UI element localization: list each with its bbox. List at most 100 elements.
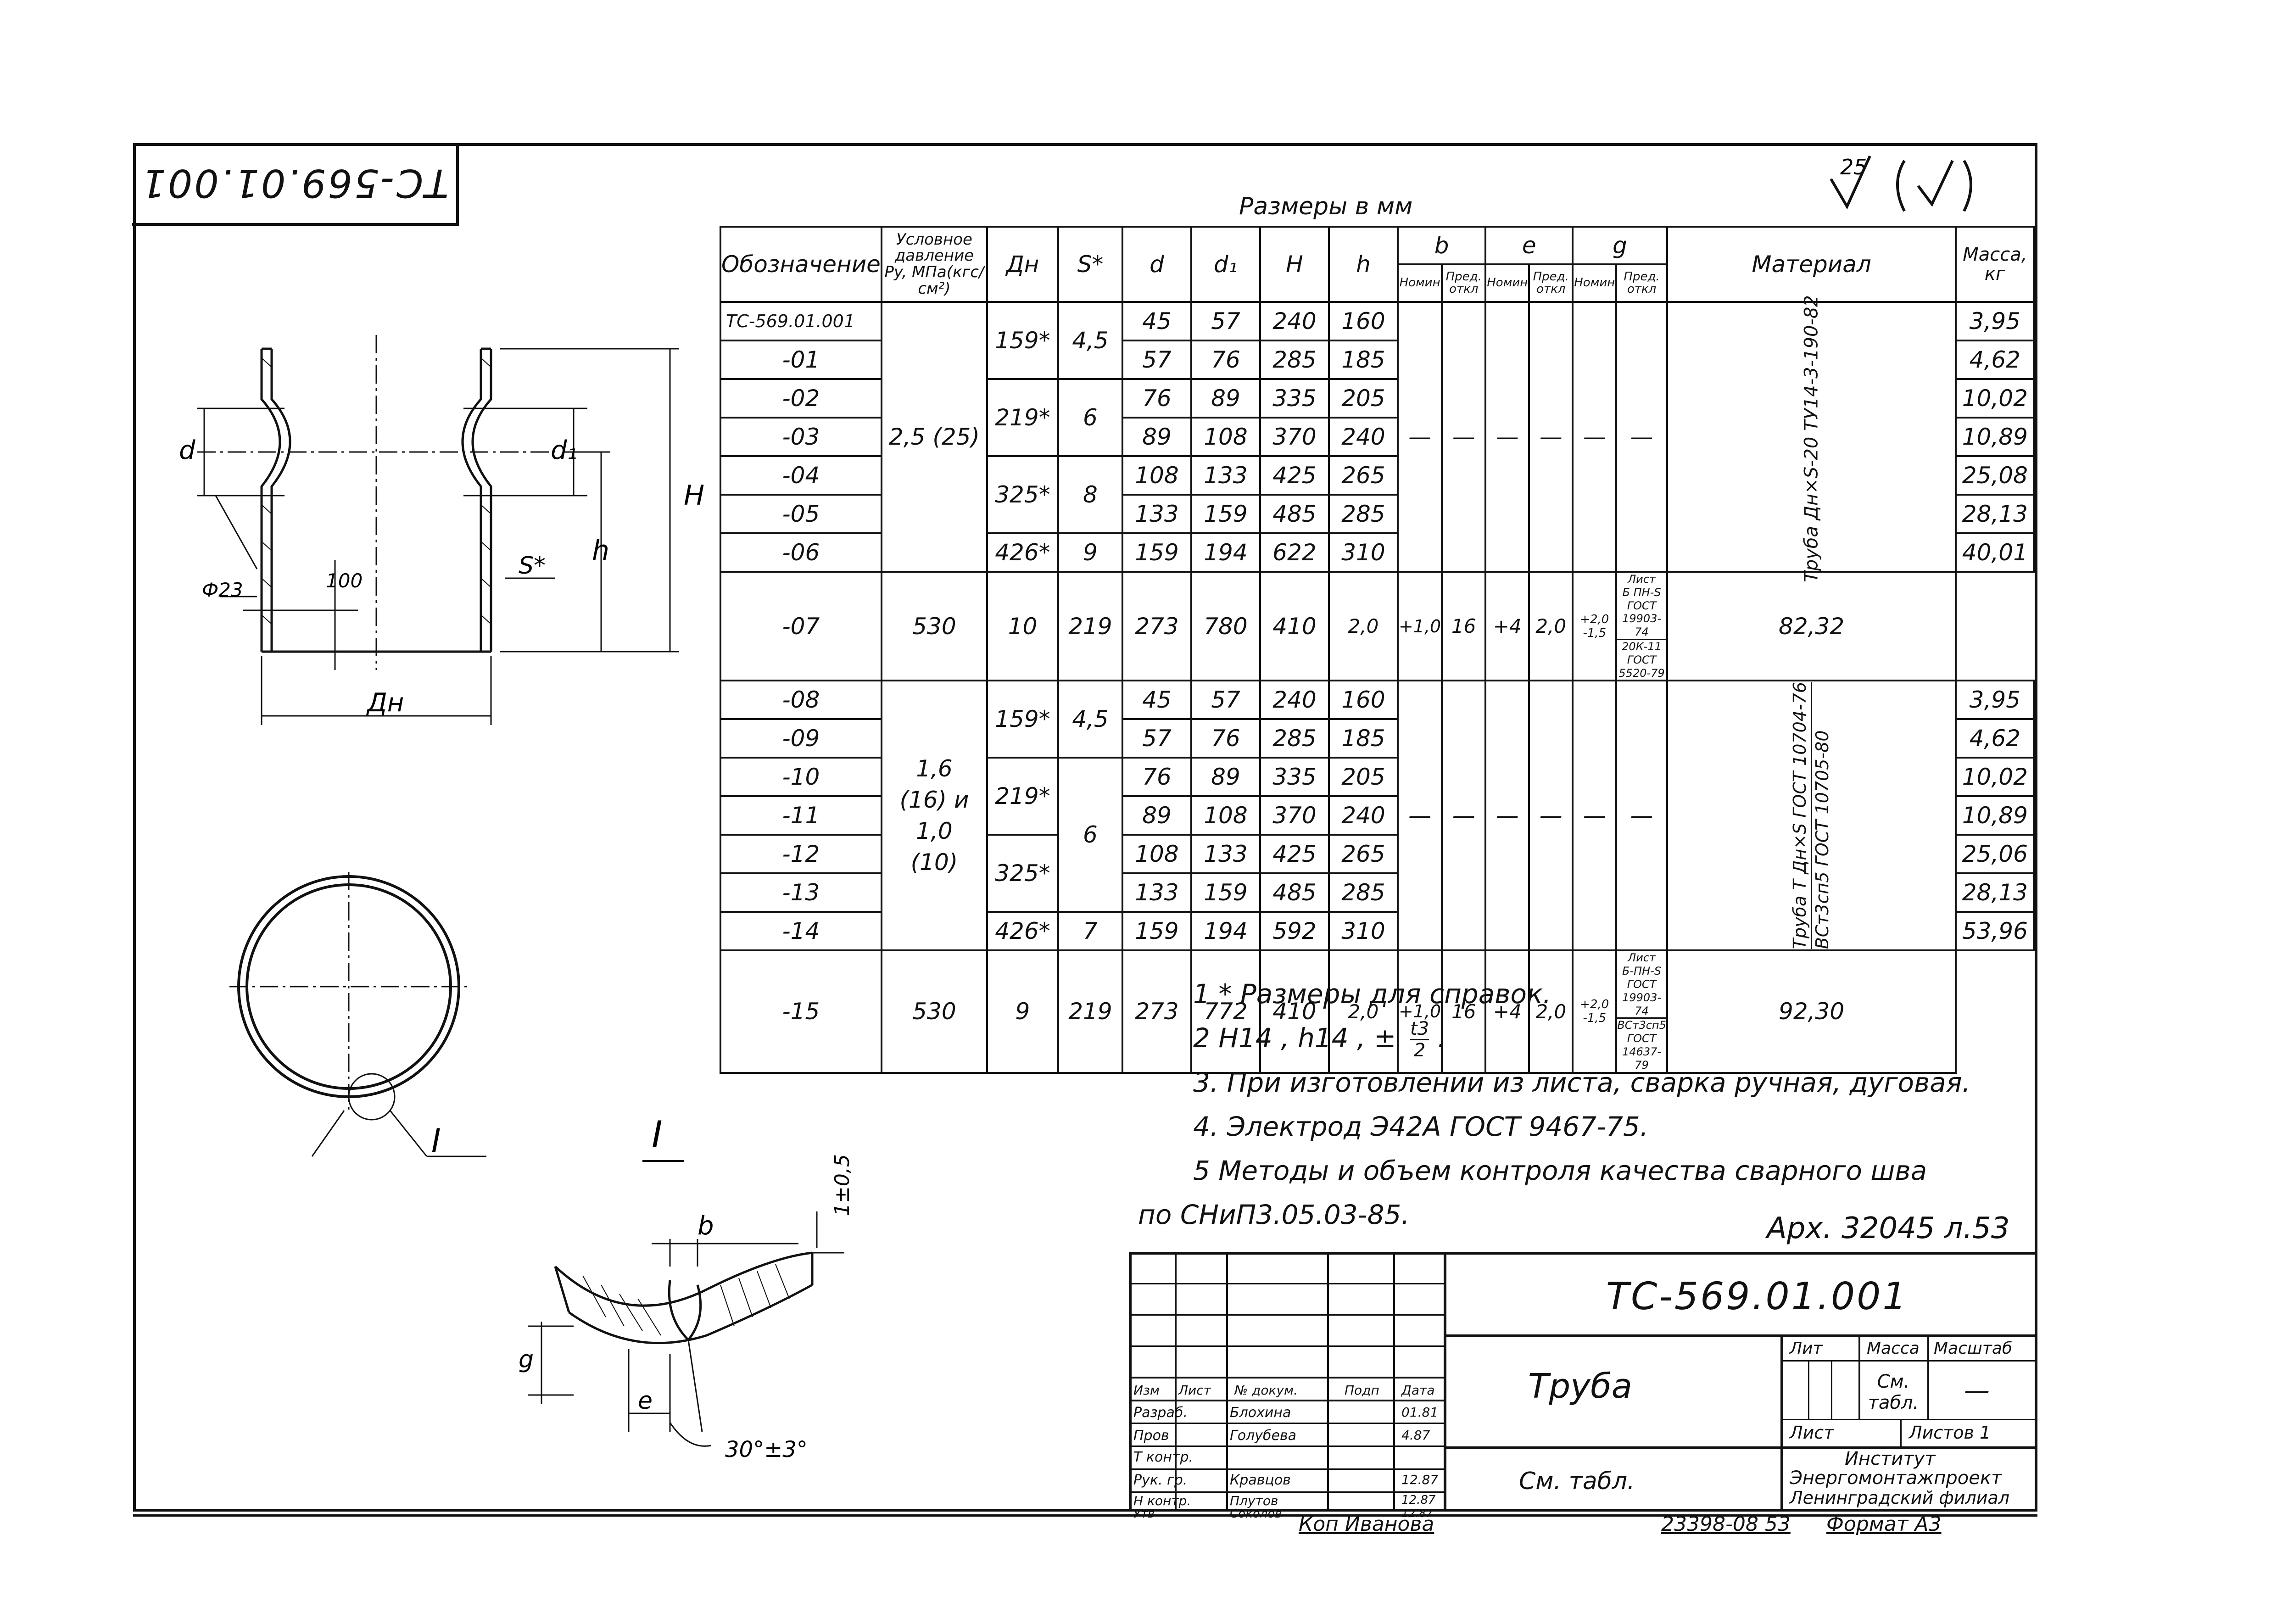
pipe-side-view: H h d₁ d Дн 100 Ф23 S* [179, 335, 704, 725]
note-1: 1 * Размеры для справок. [1193, 978, 1551, 1010]
row-d1: 194 [1190, 532, 1261, 573]
row-d1: 159 [1190, 494, 1261, 534]
row-mass: 28,13 [1955, 872, 2035, 913]
row-e-nom: 16 [1441, 570, 1487, 682]
material-2: Лист Б ПН-S ГОСТ 19903-74 20К-11 ГОСТ 55… [1615, 570, 1668, 682]
copied-by: Коп Иванова [1299, 1512, 1434, 1536]
note-2-text: 2 H14 , h14 , ± [1193, 1022, 1396, 1054]
row-h: 160 [1328, 680, 1399, 720]
row-s: 9 [986, 949, 1059, 1074]
tb-org-3: Ленинградский филиал [1790, 1488, 2010, 1508]
row-h: 410 [1259, 949, 1330, 1074]
row-h: 240 [1328, 417, 1399, 457]
row-h: 205 [1328, 378, 1399, 419]
tb-name: Труба [1528, 1367, 1632, 1406]
detail-title-I: I [652, 1113, 663, 1156]
row-mass: 92,30 [1666, 949, 1957, 1074]
row-s: 6 [1057, 757, 1123, 913]
row-mass: 10,89 [1955, 795, 2035, 836]
note-2-frac-bottom: 2 [1413, 1040, 1426, 1061]
tb-scale-value: — [1964, 1376, 1990, 1406]
row-mass: 25,06 [1955, 834, 2035, 875]
row-designation: -15 [720, 949, 882, 1074]
th-b-dev: Пред. откл [1441, 263, 1487, 303]
tb-mass-head: Масса [1867, 1339, 1920, 1358]
row-d: 76 [1121, 378, 1192, 419]
tb-role-date: 12.87 [1401, 1472, 1439, 1487]
row-d1: 133 [1190, 834, 1261, 875]
dash-e-nom: — [1484, 301, 1530, 573]
row-d: 108 [1121, 834, 1192, 875]
tb-role-date: 12.87 [1401, 1493, 1436, 1507]
tb-lit: Лит [1790, 1339, 1823, 1358]
tb-role-name: Соколов [1230, 1507, 1282, 1521]
row-designation: -01 [720, 340, 882, 380]
row-H: 780 [1190, 570, 1261, 682]
row-H: 370 [1259, 795, 1330, 836]
row-mass: 82,32 [1666, 570, 1957, 682]
tb-role-date: 01.81 [1401, 1405, 1439, 1420]
detail-label-b: b [698, 1211, 714, 1241]
row-dn: 530 [880, 949, 988, 1074]
row-d1: 273 [1121, 949, 1192, 1074]
row-h: 265 [1328, 834, 1399, 875]
tb-role: Разраб. [1133, 1405, 1188, 1421]
row-d1: 89 [1190, 757, 1261, 798]
row-h: 160 [1328, 301, 1399, 341]
row-d1: 159 [1190, 872, 1261, 913]
row-e-dev: +4 [1484, 570, 1530, 682]
row-s: 9 [1057, 532, 1123, 573]
material-4-top: Б-ПН-S ГОСТ 19903-74 [1617, 965, 1666, 1019]
tb-doc-number: ТС-569.01.001 [1606, 1275, 1909, 1318]
row-d: 45 [1121, 301, 1192, 341]
tb-sheet: Лист [1790, 1423, 1834, 1443]
row-H: 622 [1259, 532, 1330, 573]
row-b-nom: 2,0 [1328, 949, 1399, 1074]
format-label: Формат А3 [1826, 1512, 1942, 1536]
row-d1: 108 [1190, 417, 1261, 457]
row-mass: 4,62 [1955, 718, 2035, 759]
row-e-dev: +4 [1484, 949, 1530, 1074]
row-designation: -13 [720, 872, 882, 913]
th-e-dev: Пред. откл [1528, 263, 1574, 303]
row-designation: -04 [720, 455, 882, 496]
detail-label-g: g [519, 1346, 534, 1373]
view-marker-I: I [431, 1122, 441, 1160]
row-h: 310 [1328, 911, 1399, 952]
tb-role: Н контр. [1133, 1493, 1191, 1508]
row-g-dev: +2,0 -1,5 [1572, 570, 1618, 682]
row-designation: ТС-569.01.001 [720, 301, 882, 341]
th-H: H [1259, 226, 1330, 303]
row-d: 219 [1057, 570, 1123, 682]
row-H: 772 [1190, 949, 1261, 1074]
row-h: 285 [1328, 494, 1399, 534]
material-4-bottom: ВСт3сп5 ГОСТ 14637-79 [1617, 1019, 1666, 1072]
th-h: h [1328, 226, 1399, 303]
row-d: 133 [1121, 494, 1192, 534]
label-dia23: Ф23 [202, 579, 243, 601]
row-designation: -14 [720, 911, 882, 952]
row-designation: -07 [720, 570, 882, 682]
row-H: 335 [1259, 757, 1330, 798]
row-d: 45 [1121, 680, 1192, 720]
row-g-dev: +2,0 -1,5 [1572, 949, 1618, 1074]
dash-g-nom: — [1572, 680, 1618, 952]
row-h: 265 [1328, 455, 1399, 496]
row-h: 240 [1328, 795, 1399, 836]
row-H: 485 [1259, 872, 1330, 913]
row-mass: 4,62 [1955, 340, 2035, 380]
row-mass: 28,13 [1955, 494, 2035, 534]
row-d: 159 [1121, 532, 1192, 573]
row-d1: 273 [1121, 570, 1192, 682]
tb-col-date: Дата [1401, 1383, 1435, 1398]
th-designation: Обозначение [720, 226, 882, 303]
tb-org-2: Энергомонтажпроект [1790, 1468, 2002, 1489]
th-g-nom: Номин [1572, 263, 1618, 303]
pressure-group-1: 2,5 (25) [880, 301, 988, 573]
row-dn: 159* [986, 680, 1059, 759]
row-designation: -06 [720, 532, 882, 573]
row-mass: 40,01 [1955, 532, 2035, 573]
row-H: 592 [1259, 911, 1330, 952]
bottom-code: 23398-08 53 [1661, 1512, 1791, 1536]
pipe-end-view: I [229, 872, 486, 1160]
